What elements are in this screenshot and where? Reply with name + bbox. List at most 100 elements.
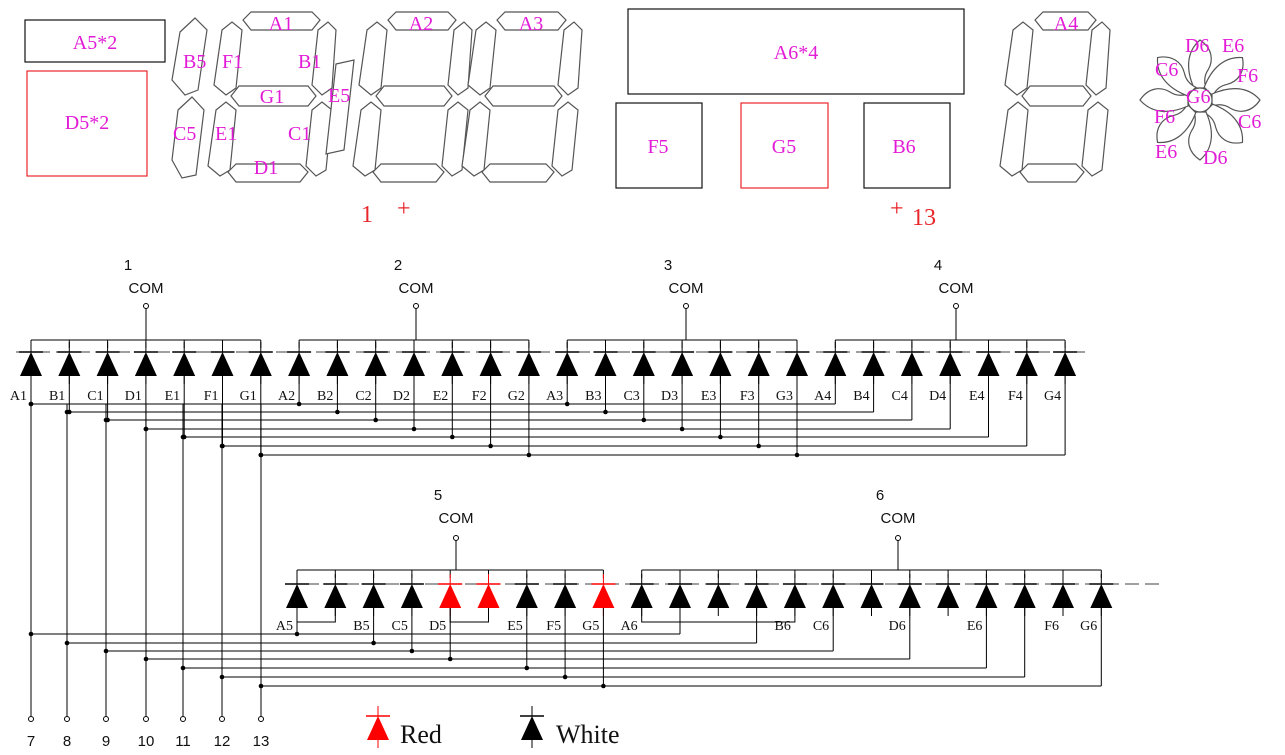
row2-label-d5: D5 <box>429 619 446 634</box>
row1-label-a1: A1 <box>10 389 27 404</box>
row2-label-g6: G6 <box>1080 619 1097 634</box>
row2-diode-7 <box>514 574 539 616</box>
a2-label: A2 <box>409 13 433 35</box>
e5-label: E5 <box>328 85 350 107</box>
bottom-pin-7: 7 <box>27 733 35 750</box>
f1-label: F1 <box>222 51 243 73</box>
row1-label-e4: E4 <box>969 389 985 404</box>
row2-label-b6: B6 <box>775 619 791 634</box>
row1-label-g2: G2 <box>508 389 525 404</box>
row1-label-b3: B3 <box>585 389 601 404</box>
row1-label-g4: G4 <box>1044 389 1061 404</box>
segment-layout-panel: A5*2 D5*2 B5 C5 A1 F1 B1 G1 E1 C1 D1 E5 <box>24 8 1261 231</box>
a5-label: A5*2 <box>73 32 117 54</box>
row2-label-a5: A5 <box>276 619 293 634</box>
bottom-pin-12: 12 <box>214 733 231 750</box>
pin1-plus: + <box>397 196 411 222</box>
row1-label-f3: F3 <box>740 389 755 404</box>
fan-d6-bottom-label: D6 <box>1203 147 1227 169</box>
digit-3 <box>461 11 583 183</box>
com6-label: COM <box>881 510 916 527</box>
fan-pinwheel <box>1139 39 1261 161</box>
row1-label-f2: F2 <box>472 389 487 404</box>
com4-number: 4 <box>934 257 942 274</box>
row1-label-b1: B1 <box>49 389 65 404</box>
row2-label-a6: A6 <box>621 619 638 634</box>
b5-segment <box>171 17 208 96</box>
bottom-pin-11: 11 <box>175 733 191 750</box>
legend-red-diode-shape <box>366 706 390 748</box>
d1-label: D1 <box>254 157 278 179</box>
row1-label-d1: D1 <box>125 389 142 404</box>
row1-label-d2: D2 <box>393 389 410 404</box>
row1-label-f1: F1 <box>204 389 219 404</box>
bottom-pin-13: 13 <box>253 733 270 750</box>
row2-label-c6: C6 <box>813 619 829 634</box>
d5-box <box>26 70 148 177</box>
a6-label: A6*4 <box>774 42 818 64</box>
row1-label-a2: A2 <box>278 389 295 404</box>
a1-label: A1 <box>269 13 293 35</box>
row1-label-d4: D4 <box>929 389 946 404</box>
legend-white-diode-shape <box>520 706 544 748</box>
b6-box <box>863 102 951 189</box>
pin13-marker: 13 <box>912 205 936 231</box>
row1-label-g1: G1 <box>240 389 257 404</box>
row2-diode-16 <box>859 574 884 616</box>
com1-number: 1 <box>124 257 132 274</box>
row2-label-c5: C5 <box>392 619 408 634</box>
row1-label-c1: C1 <box>87 389 103 404</box>
d5-label: D5*2 <box>65 112 109 134</box>
legend-white-label: White <box>556 720 620 749</box>
row1-label-e3: E3 <box>701 389 717 404</box>
com2-label: COM <box>399 280 434 297</box>
pin1-marker: 1 <box>361 202 373 228</box>
com1-label: COM <box>129 280 164 297</box>
b5-label: B5 <box>183 51 206 73</box>
digit-4 <box>999 11 1111 183</box>
row2-label-e5: E5 <box>507 619 523 634</box>
row2-diode-12 <box>706 574 731 616</box>
com4-label: COM <box>939 280 974 297</box>
row2-label-g5: G5 <box>582 619 599 634</box>
fan-d6-top-label: D6 <box>1185 35 1209 57</box>
com3-number: 3 <box>664 257 672 274</box>
fan-c6-left-label: C6 <box>1155 59 1178 81</box>
a6-box <box>627 8 965 95</box>
row1-label-c3: C3 <box>623 389 639 404</box>
row2-label-b5: B5 <box>353 619 369 634</box>
a5-box <box>24 19 166 63</box>
row2-label-f6: F6 <box>1044 619 1059 634</box>
row1-label-e2: E2 <box>433 389 449 404</box>
a3-label: A3 <box>519 13 543 35</box>
row2-label-f5: F5 <box>546 619 561 634</box>
row1-label-e1: E1 <box>165 389 181 404</box>
digit-2 <box>352 11 473 183</box>
g5-label: G5 <box>772 136 796 158</box>
c5-segment <box>171 96 205 179</box>
legend-red-label: Red <box>400 720 442 749</box>
b6-label: B6 <box>892 136 915 158</box>
bottom-pin-9: 9 <box>102 733 110 750</box>
row2-diode-21 <box>1051 574 1075 616</box>
fan-c6-right-label: C6 <box>1238 111 1261 133</box>
fan-f6-left-label: F6 <box>1154 106 1175 128</box>
pin13-plus: + <box>890 196 904 222</box>
b1-label: B1 <box>298 51 321 73</box>
row1-label-d3: D3 <box>661 389 678 404</box>
row1-label-f4: F4 <box>1008 389 1023 404</box>
row1-label-b4: B4 <box>853 389 869 404</box>
row2-diode-15 <box>821 574 846 616</box>
com5-label: COM <box>439 510 474 527</box>
f5-box <box>615 102 703 189</box>
fan-e6-top-label: E6 <box>1222 35 1244 57</box>
c5-label: C5 <box>173 123 196 145</box>
com5-number: 5 <box>434 487 442 504</box>
bottom-pin-8: 8 <box>63 733 71 750</box>
bottom-pin-10: 10 <box>138 733 155 750</box>
row1-label-c2: C2 <box>355 389 371 404</box>
c1-label: C1 <box>288 123 311 145</box>
g1-label: G1 <box>260 86 284 108</box>
